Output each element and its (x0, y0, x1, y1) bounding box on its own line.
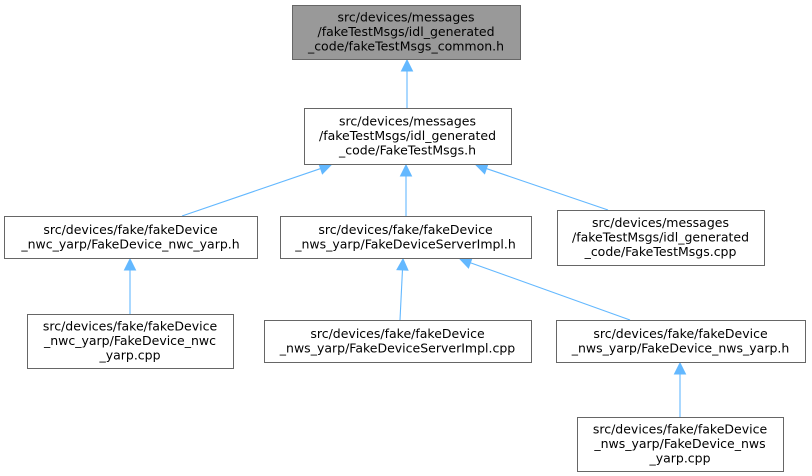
node-label-line: _nws_yarp/FakeDeviceServerImpl.h (294, 236, 516, 251)
arrowhead-icon (123, 257, 137, 271)
file-node-faketestmsgs-cpp[interactable]: src/devices/messages/fakeTestMsgs/idl_ge… (557, 210, 765, 266)
edge-nws_yarp_h-to-serverimpl_h (458, 256, 631, 321)
file-node-serverimpl-h[interactable]: src/devices/fake/fakeDevice_nws_yarp/Fak… (280, 216, 532, 259)
node-label-line: src/devices/messages (338, 9, 475, 24)
node-label-line: src/devices/fake/fakeDevice (318, 222, 493, 237)
node-box (577, 417, 784, 472)
node-label-line: _code/FakeTestMsgs.h (338, 143, 476, 158)
arrowhead-icon (399, 163, 413, 177)
node-label-line: src/devices/fake/fakeDevice (310, 326, 485, 341)
node-label-line: src/devices/fake/fakeDevice (593, 326, 768, 341)
file-node-serverimpl-cpp[interactable]: src/devices/fake/fakeDevice_nws_yarp/Fak… (264, 320, 532, 363)
node-label-line: src/devices/fake/fakeDevice (593, 421, 768, 436)
node-label-line: _nws_yarp/FakeDeviceServerImpl.cpp (279, 340, 515, 355)
edge-nwc_yarp_cpp-to-nwc_yarp_h (123, 257, 137, 314)
node-label-line: _yarp.cpp (98, 348, 160, 363)
node-label-line: /fakeTestMsgs/idl_generated (319, 128, 496, 143)
node-label-line: /fakeTestMsgs/idl_generated (572, 230, 749, 245)
edge-nwc_yarp_h-to-faketestmsgs_h (181, 162, 333, 217)
node-label-line: _yarp.cpp (648, 451, 710, 466)
node-label-line: src/devices/fake/fakeDevice (43, 222, 218, 237)
edge-line (399, 269, 404, 321)
file-node-nwc-yarp-cpp[interactable]: src/devices/fake/fakeDevice_nwc_yarp/Fak… (27, 314, 234, 369)
file-node-faketestmsgs-h[interactable]: src/devices/messages/fakeTestMsgs/idl_ge… (304, 108, 512, 165)
file-node-nws-yarp-h[interactable]: src/devices/fake/fakeDevice_nws_yarp/Fak… (556, 320, 806, 363)
node-label-line: src/devices/messages (592, 215, 729, 230)
node-box (292, 5, 521, 60)
node-label-line: _nws_yarp/FakeDevice_nws_yarp.h (571, 340, 790, 355)
node-label-line: _nwc_yarp/FakeDevice_nwc_yarp.h (20, 236, 239, 251)
edge-line (486, 168, 609, 211)
node-box (557, 210, 765, 266)
node-label-line: src/devices/fake/fakeDevice (43, 318, 218, 333)
edge-line (181, 168, 321, 217)
node-label-line: _code/fakeTestMsgs_common.h (307, 39, 504, 54)
node-label-line: /fakeTestMsgs/idl_generated (317, 24, 494, 39)
edge-serverimpl_h-to-faketestmsgs_h (399, 163, 413, 216)
node-box (556, 320, 806, 363)
node-box (27, 314, 234, 369)
node-label-line: _code/FakeTestMsgs.cpp (584, 244, 737, 259)
node-label-line: _nwc_yarp/FakeDevice_nwc (43, 333, 216, 348)
node-label-line: _nws_yarp/FakeDevice_nws (593, 436, 765, 451)
nodes-layer: src/devices/messages/fakeTestMsgs/idl_ge… (4, 5, 806, 472)
node-box (304, 108, 512, 165)
edge-line (470, 262, 631, 321)
edge-serverimpl_cpp-to-serverimpl_h (396, 257, 409, 321)
node-box (4, 216, 258, 259)
file-node-nws-yarp-cpp[interactable]: src/devices/fake/fakeDevice_nws_yarp/Fak… (577, 417, 784, 472)
edge-faketestmsgs_h-to-common_h (400, 58, 414, 108)
arrowhead-icon (396, 257, 409, 271)
node-box (264, 320, 532, 363)
node-box (280, 216, 532, 259)
file-node-nwc-yarp-h[interactable]: src/devices/fake/fakeDevice_nwc_yarp/Fak… (4, 216, 258, 259)
arrowhead-icon (400, 58, 414, 72)
file-node-common-h: src/devices/messages/fakeTestMsgs/idl_ge… (292, 5, 521, 60)
node-label-line: src/devices/messages (339, 113, 476, 128)
edge-faketestmsgs_cpp-to-faketestmsgs_h (474, 162, 609, 211)
edges-layer (123, 58, 687, 417)
arrowhead-icon (458, 256, 473, 269)
edge-nws_yarp_cpp-to-nws_yarp_h (673, 361, 687, 417)
arrowhead-icon (673, 361, 687, 375)
